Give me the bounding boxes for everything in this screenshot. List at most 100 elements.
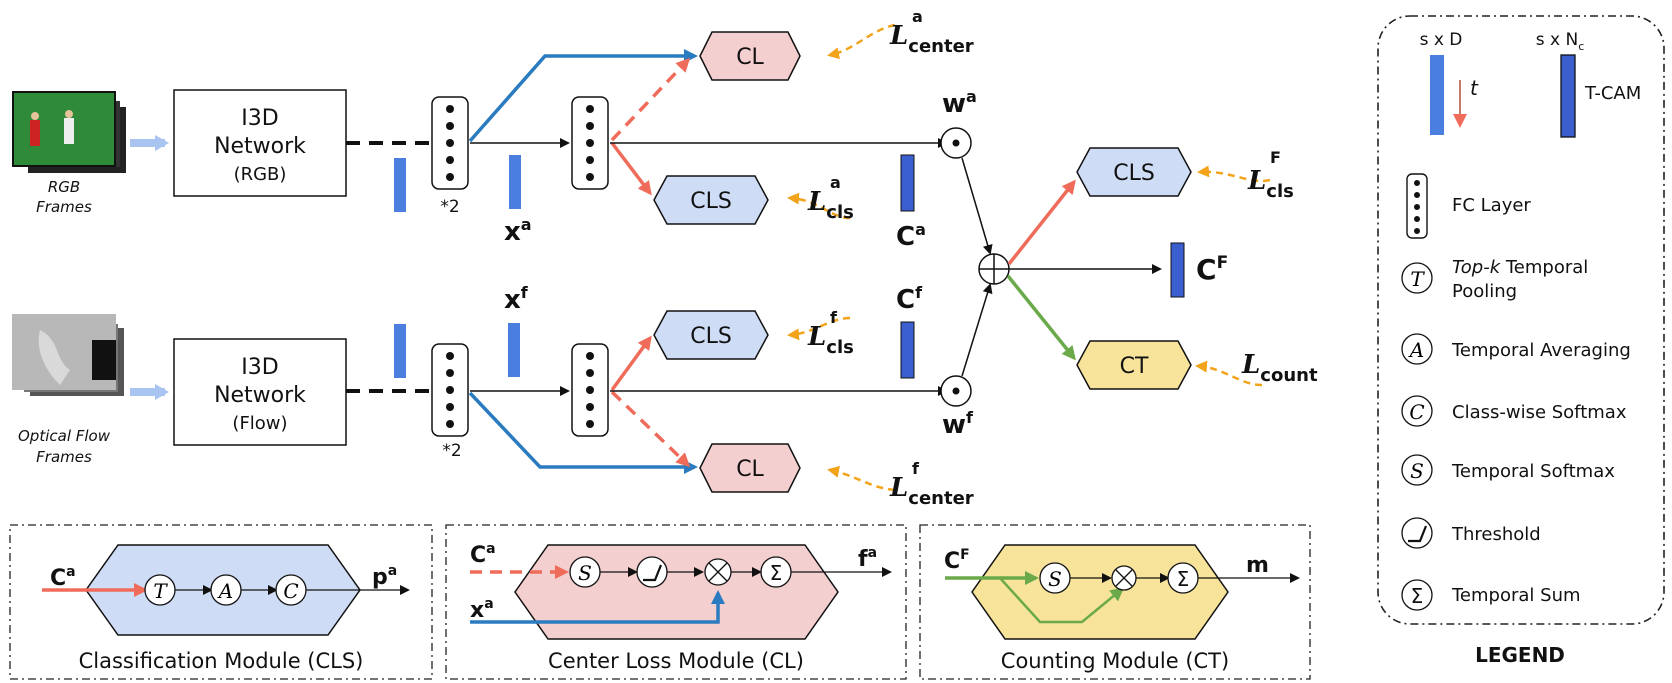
legend-classwise-softmax-label: Class-wise Softmax <box>1452 402 1627 423</box>
weight-node-a <box>940 127 972 159</box>
legend-avg-icon: A <box>1401 333 1433 365</box>
cam-f-label: Cf <box>896 283 923 315</box>
fc-layer-rgb-2 <box>571 96 609 190</box>
x-a-bar <box>509 155 521 209</box>
legend-fc-label: FC Layer <box>1452 195 1531 216</box>
svg-text:Σ: Σ <box>1411 584 1424 608</box>
svg-text:CLS: CLS <box>690 324 732 349</box>
svg-text:A: A <box>1408 338 1424 362</box>
legend-box <box>1377 15 1665 625</box>
fc-repeat-bottom: *2 <box>442 441 461 461</box>
cls-module-panel <box>9 524 433 680</box>
flow-to-cl-blue-arrow <box>468 391 698 474</box>
svg-text:Σ: Σ <box>1177 567 1190 591</box>
ct-module-panel <box>919 524 1311 680</box>
ct-block: CT <box>1076 340 1192 390</box>
svg-text:Σ: Σ <box>770 561 783 585</box>
svg-text:C: C <box>1409 400 1424 424</box>
svg-text:CT: CT <box>1120 354 1149 379</box>
rgb-feature-bar <box>394 158 406 212</box>
weight-f-label: wf <box>942 408 974 440</box>
rgb-caption-line2: Frames <box>36 198 92 216</box>
legend-feature-dim: s x D <box>1420 30 1463 50</box>
rgb-cam-to-cls-arrow <box>610 141 652 196</box>
legend-sum-label: Temporal Sum <box>1451 585 1581 606</box>
cls-avg-op: A <box>210 574 242 606</box>
cam-fused-label: CF <box>1196 253 1228 286</box>
svg-text:CL: CL <box>736 45 764 70</box>
cls-module-input-label: Ca <box>50 564 76 591</box>
i3d-rgb-line3: (RGB) <box>234 164 287 185</box>
legend-cam-label: T-CAM <box>1584 83 1641 104</box>
rgb-to-cl-blue-arrow <box>468 49 698 143</box>
ct-multiply-op <box>1111 565 1137 591</box>
fc-repeat-top: *2 <box>440 197 459 217</box>
flow-feature-bar <box>394 324 406 378</box>
cls-block-fused: CLS <box>1076 147 1192 197</box>
loss-cls-f: Lclsf <box>807 308 854 358</box>
flow-caption-line1: Optical Flow <box>18 427 111 445</box>
i3d-flow-line1: I3D <box>241 355 278 380</box>
loss-cls-F: LclsF <box>1247 148 1294 202</box>
loss-center-a: Lcentera <box>889 7 974 57</box>
fc-layer-flow-2 <box>571 343 609 437</box>
flow-caption-line2: Frames <box>36 448 92 466</box>
loss-center-a-connector <box>827 23 896 60</box>
ct-module-output-label: m <box>1246 553 1269 578</box>
svg-text:CLS: CLS <box>690 189 732 214</box>
ct-module-input-label: CF <box>944 547 970 574</box>
cls-block-flow: CLS <box>653 310 769 360</box>
legend-topk-label-line2: Pooling <box>1452 281 1517 302</box>
cam-a-label: Ca <box>896 220 926 252</box>
fc-layer-rgb-1 <box>431 96 469 190</box>
loss-cls-F-connector <box>1197 165 1271 183</box>
loss-center-f: Lcenterf <box>889 459 974 509</box>
svg-text:S: S <box>1048 567 1062 591</box>
cls-topk-op: T <box>144 574 176 606</box>
cls-module-output-label: pa <box>372 563 397 590</box>
cl-module-output-label: fa <box>858 545 877 572</box>
svg-text:S: S <box>578 561 592 585</box>
cam-f-bar <box>900 321 915 379</box>
cl-module-cam-input-label: Ca <box>470 541 496 568</box>
fused-to-ct-arrow <box>1006 274 1076 361</box>
legend-cam-bar <box>1560 54 1576 138</box>
loss-cls-a-connector <box>787 192 851 220</box>
legend-title: LEGEND <box>1475 643 1565 667</box>
loss-cls-f-connector <box>787 316 851 341</box>
legend-topk-label-line1: Top-k Temporal <box>1452 257 1588 278</box>
cl-sum-op: Σ <box>760 556 792 588</box>
fused-to-cls-arrow <box>1007 179 1076 266</box>
sum-node <box>978 253 1010 285</box>
weight-a-label: wa <box>942 87 977 119</box>
svg-text:CLS: CLS <box>1113 161 1155 186</box>
loss-count: Lcount <box>1241 350 1318 386</box>
legend-temporal-softmax-icon: S <box>1401 454 1433 486</box>
ct-module-title: Counting Module (CT) <box>1001 649 1229 673</box>
cl-module-panel <box>445 524 907 680</box>
svg-text:T: T <box>1410 267 1425 291</box>
legend-time-label: t <box>1470 76 1479 100</box>
x-a-label: xa <box>504 215 532 247</box>
legend-threshold-icon <box>1401 517 1433 549</box>
cls-module-title: Classification Module (CLS) <box>79 649 364 673</box>
cls-softmax-op: C <box>275 574 307 606</box>
ct-sum-op: Σ <box>1167 562 1199 594</box>
weight-a-to-sum-arrow <box>961 157 993 255</box>
flow-frames-stack <box>12 314 124 396</box>
cl-module-hexagon <box>514 544 839 640</box>
cl-multiply-op <box>704 558 732 586</box>
legend-feature-bar <box>1430 55 1444 135</box>
i3d-rgb-line2: Network <box>214 134 306 159</box>
weight-f-to-sum-arrow <box>961 283 993 377</box>
i3d-rgb-line1: I3D <box>241 106 278 131</box>
cam-fused-bar <box>1170 242 1185 298</box>
ct-module-skip-arrow <box>999 577 1125 624</box>
loss-center-f-connector <box>827 465 896 492</box>
weight-node-f <box>940 375 972 407</box>
cl-block-top: CL <box>699 31 801 81</box>
cl-module-title: Center Loss Module (CL) <box>548 649 804 673</box>
svg-text:CL: CL <box>736 457 764 482</box>
legend-sum-icon: Σ <box>1401 579 1433 611</box>
rgb-cam-to-cl-dashed-arrow <box>610 57 691 142</box>
